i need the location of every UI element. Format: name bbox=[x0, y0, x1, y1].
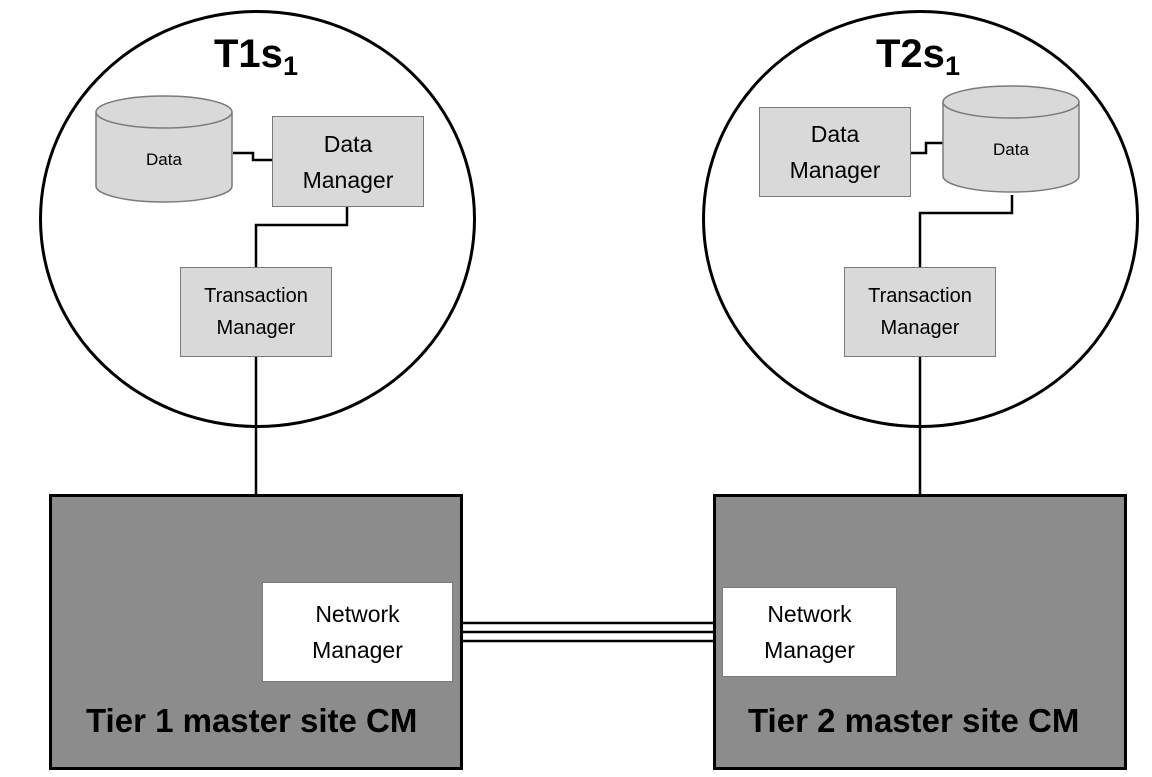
tier2-data-manager-line2: Manager bbox=[789, 157, 881, 183]
tier1-data-cylinder bbox=[95, 95, 233, 203]
tier2-data-manager: Data Manager bbox=[759, 107, 911, 197]
tier2-site-title-subscript: 1 bbox=[944, 51, 960, 81]
tier1-site-title-text: T1s bbox=[214, 32, 283, 76]
tier2-transaction-manager: Transaction Manager bbox=[844, 267, 996, 357]
network-link bbox=[460, 621, 716, 643]
tier1-master-label: Tier 1 master site CM bbox=[86, 702, 418, 739]
tier2-master-label: Tier 2 master site CM bbox=[748, 702, 1080, 739]
tier1-data-label: Data bbox=[146, 150, 182, 169]
tier1-data-manager: Data Manager bbox=[272, 116, 424, 207]
tier2-tm-line2: Manager bbox=[880, 317, 960, 339]
tier1-network-manager-line2: Manager bbox=[312, 637, 403, 663]
tier2-data-manager-line1: Data bbox=[810, 121, 860, 147]
tier1-site-circle bbox=[39, 10, 476, 428]
tier2-site-title: T2s1 bbox=[876, 32, 960, 82]
tier1-tm-line1: Transaction bbox=[204, 285, 308, 307]
tier2-tm-line1: Transaction bbox=[868, 285, 972, 307]
tier2-data-label: Data bbox=[993, 140, 1029, 159]
tier2-network-manager-line2: Manager bbox=[764, 637, 855, 663]
tier1-network-manager-line1: Network bbox=[315, 601, 400, 627]
tier2-site-circle bbox=[702, 10, 1139, 428]
tier2-network-manager: Network Manager bbox=[722, 587, 897, 677]
tier1-tm-line2: Manager bbox=[216, 317, 296, 339]
tier2-data-cylinder bbox=[942, 85, 1080, 193]
tier1-transaction-manager: Transaction Manager bbox=[180, 267, 332, 357]
tier1-network-manager: Network Manager bbox=[262, 582, 453, 682]
tier1-site-title-subscript: 1 bbox=[282, 51, 298, 81]
tier1-data-manager-line2: Manager bbox=[302, 166, 394, 193]
tier2-master-site bbox=[713, 494, 1127, 770]
tier1-data-manager-line1: Data bbox=[323, 130, 373, 157]
tier1-site-title: T1s1 bbox=[214, 32, 298, 82]
tier2-site-title-text: T2s bbox=[876, 32, 945, 76]
tier2-network-manager-line1: Network bbox=[767, 601, 852, 627]
